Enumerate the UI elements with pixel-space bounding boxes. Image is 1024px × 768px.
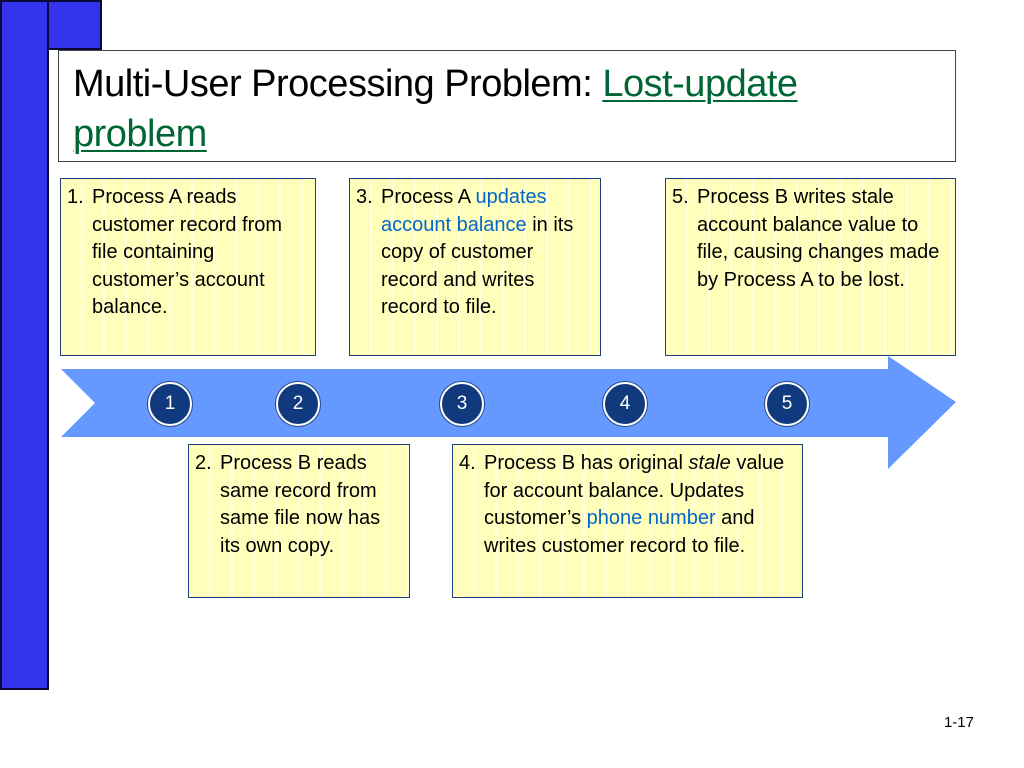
step-text-after: in its copy of customer record and write… xyxy=(381,213,574,319)
step-italic: stale xyxy=(688,452,731,474)
step-number: 3. xyxy=(356,186,373,208)
arrow-shape xyxy=(61,356,956,469)
step-text-after: and writes customer record to file. xyxy=(484,507,755,557)
title-prefix: Multi-User Processing Problem: xyxy=(73,63,603,105)
step-text-middle: value for account balance. Updates custo… xyxy=(484,452,785,529)
step-text: Process A updates account balance in its… xyxy=(381,184,592,322)
step-text: Process B has original stale value for a… xyxy=(484,450,794,560)
step-box-2: 2. Process B reads same record from same… xyxy=(188,444,410,598)
step-text: Process B reads same record from same fi… xyxy=(220,452,381,557)
step-text-before: Process A xyxy=(381,186,476,208)
step-number: 5. xyxy=(672,186,689,208)
title-box: Multi-User Processing Problem: Lost-upda… xyxy=(58,50,956,162)
step-highlight: phone number xyxy=(586,507,716,529)
step-box-5: 5. Process B writes stale account balanc… xyxy=(665,178,956,356)
step-box-1: 1. Process A reads customer record from … xyxy=(60,178,316,356)
title-emphasis-line1: Lost-update xyxy=(602,63,798,105)
step-box-4: 4. Process B has original stale value fo… xyxy=(452,444,803,598)
step-number: 2. xyxy=(195,452,212,474)
step-number: 1. xyxy=(67,186,84,208)
timeline-arrow xyxy=(61,356,956,469)
slide-title: Multi-User Processing Problem: Lost-upda… xyxy=(73,59,941,159)
top-accent-block xyxy=(49,0,102,50)
step-text-before: Process B has original xyxy=(484,452,689,474)
step-box-3: 3. Process A updates account balance in … xyxy=(349,178,601,356)
timeline-marker-3: 3 xyxy=(440,382,484,426)
step-text: Process A reads customer record from fil… xyxy=(92,186,283,318)
title-emphasis-line2: problem xyxy=(73,113,207,155)
timeline-marker-5: 5 xyxy=(765,382,809,426)
step-highlight: updates account balance xyxy=(381,186,547,236)
left-accent-bar xyxy=(0,0,49,690)
slide-number: 1-17 xyxy=(943,714,974,731)
timeline-marker-2: 2 xyxy=(276,382,320,426)
timeline-marker-4: 4 xyxy=(603,382,647,426)
step-number: 4. xyxy=(459,452,476,474)
step-text: Process B writes stale account balance v… xyxy=(697,186,940,291)
timeline-marker-1: 1 xyxy=(148,382,192,426)
